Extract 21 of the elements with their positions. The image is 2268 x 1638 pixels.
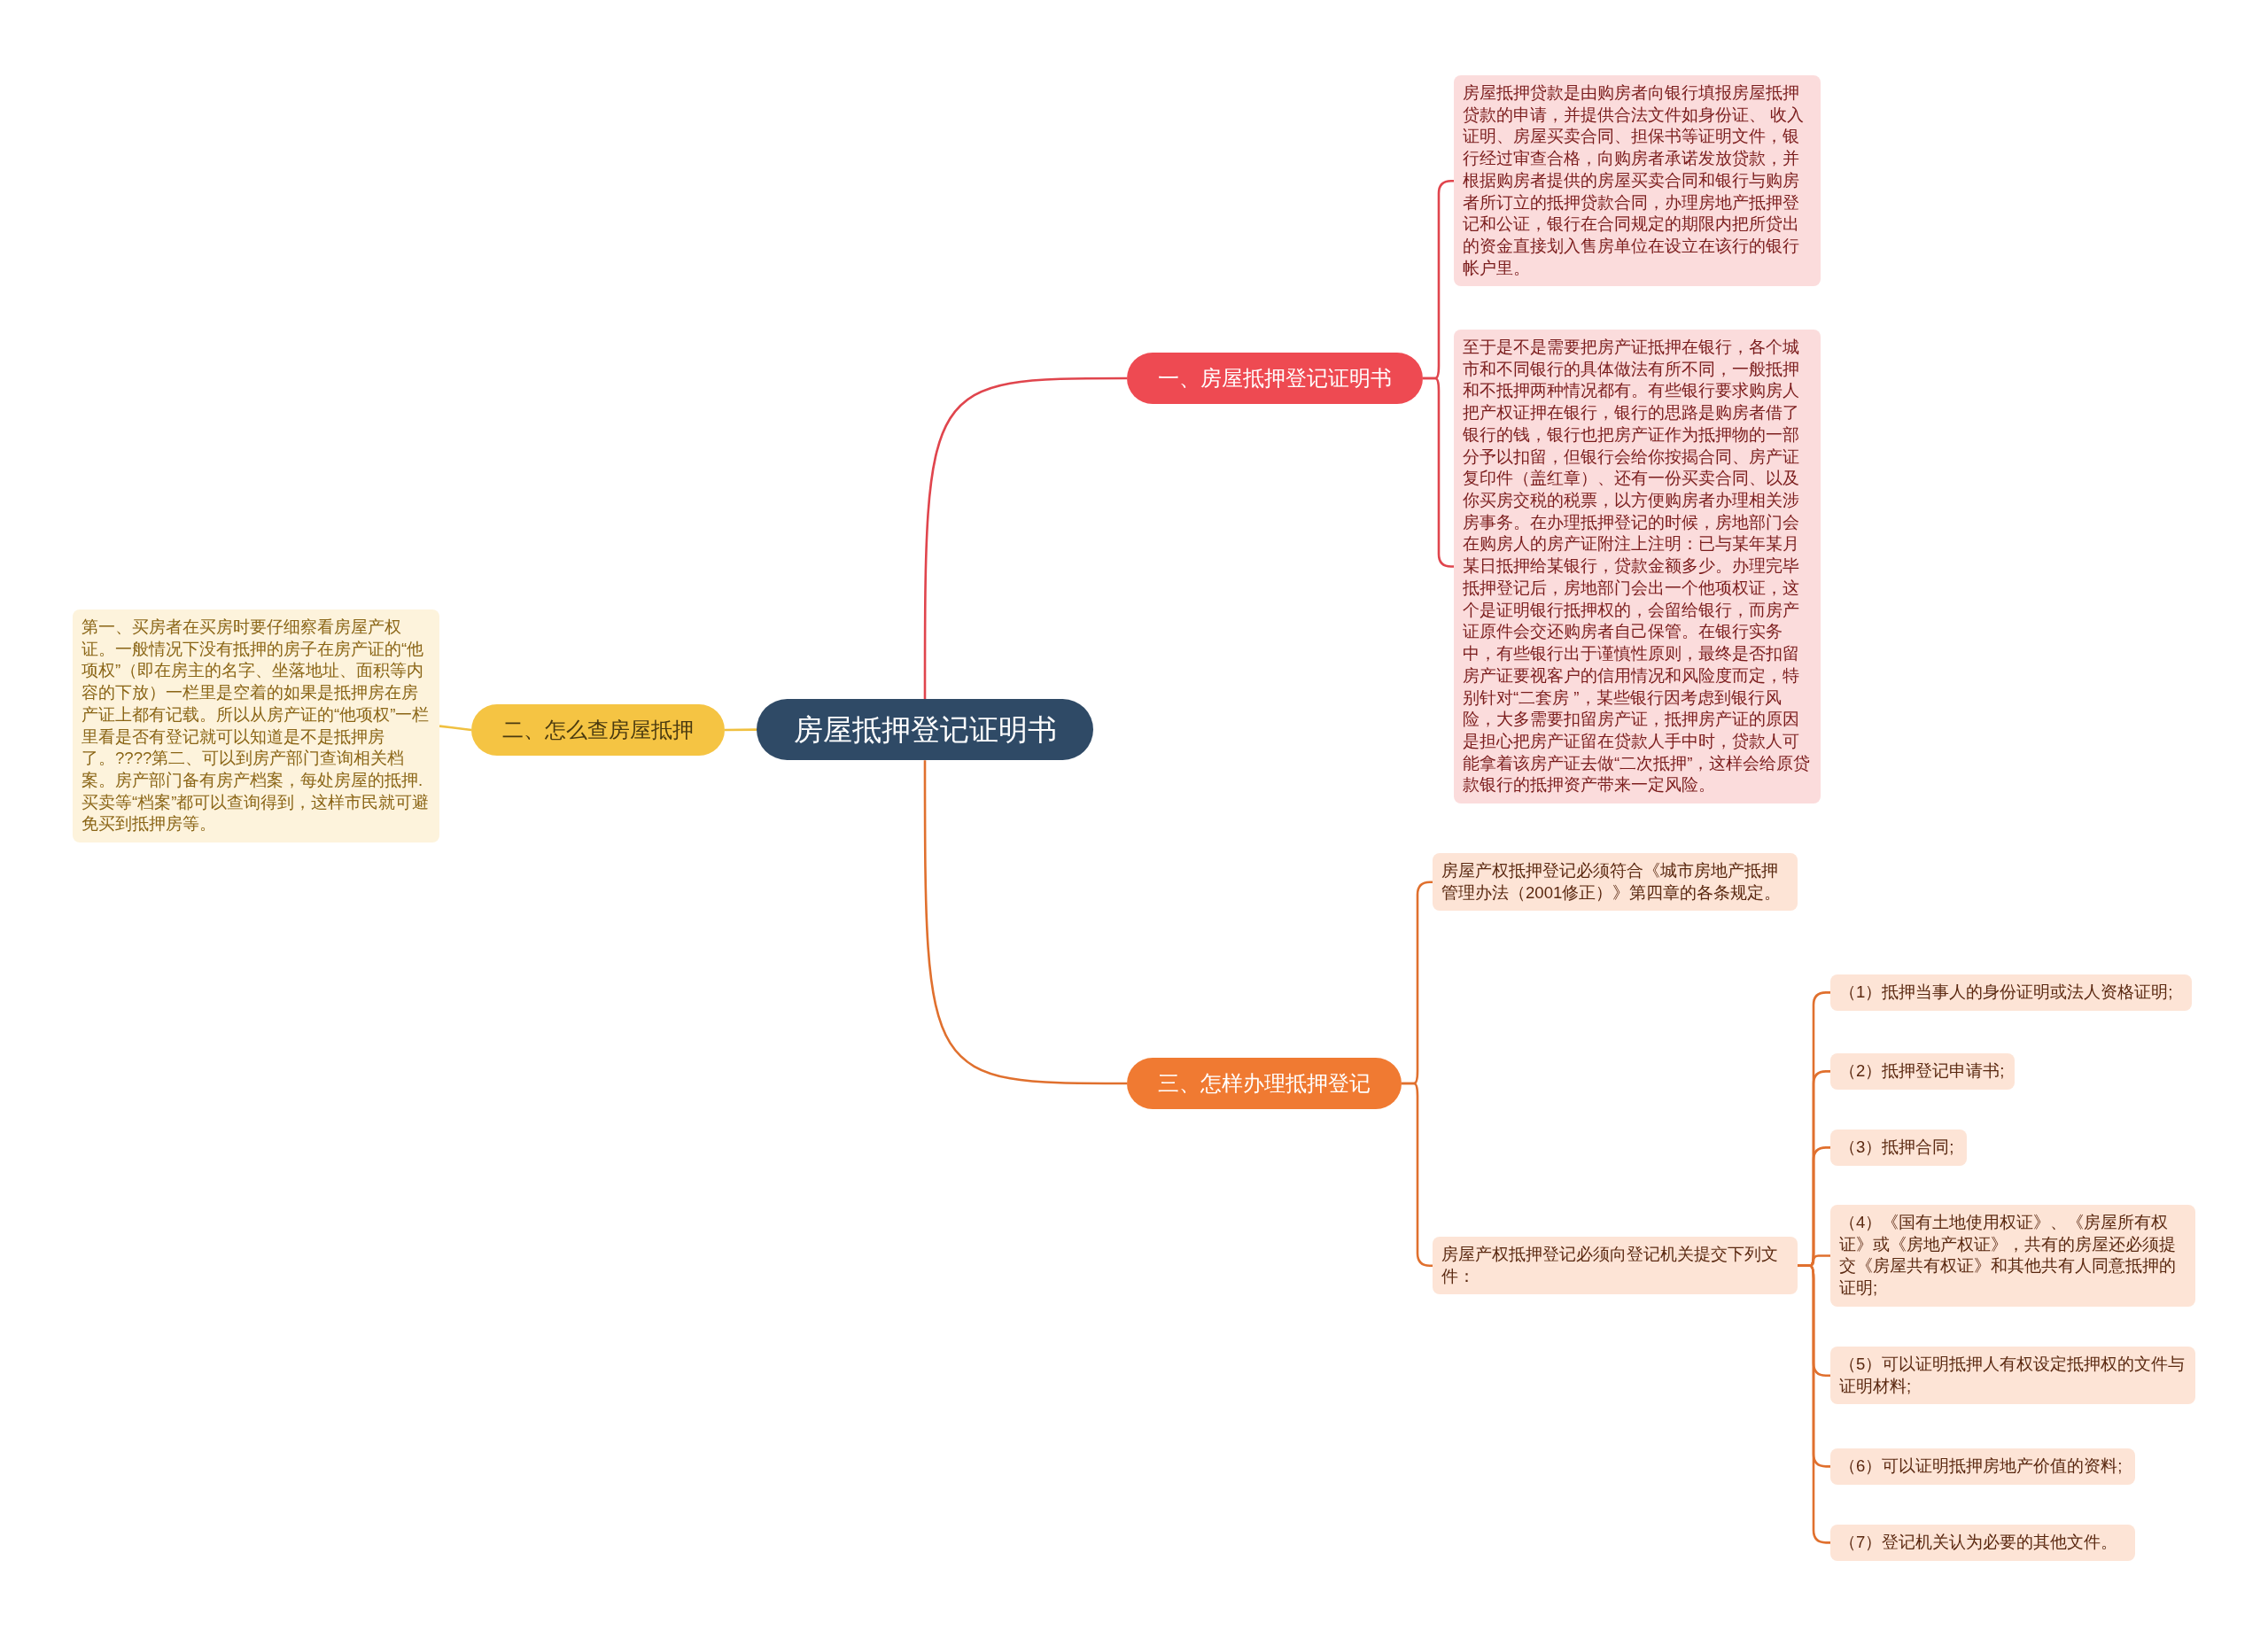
item-box: （5）可以证明抵押人有权设定抵押权的文件与证明材料; <box>1830 1347 2195 1405</box>
connector <box>725 728 757 732</box>
connector <box>1798 1264 1830 1544</box>
branch-topic: 二、怎么查房屋抵押 <box>471 704 725 756</box>
connector <box>923 377 1127 699</box>
item-box: 房屋产权抵押登记必须向登记机关提交下列文件： <box>1433 1237 1798 1295</box>
branch-topic: 三、怎样办理抵押登记 <box>1127 1058 1402 1109</box>
item-box: （6）可以证明抵押房地产价值的资料; <box>1830 1448 2135 1485</box>
connector <box>923 760 1127 1085</box>
item-box: （2）抵押登记申请书; <box>1830 1053 2015 1090</box>
item-box: （7）登记机关认为必要的其他文件。 <box>1830 1525 2135 1561</box>
connector <box>439 725 472 732</box>
note-box: 房屋抵押贷款是由购房者向银行填报房屋抵押贷款的申请，并提供合法文件如身份证、 收入证明、房屋买卖合同、担保书等证明文件，银行经过审查合格，向购房者承诺发放贷款，并根据购房者提供的房屋买卖合同和银行与购房者所订立的抵押贷款合同，办理房地产抵押登记和公证，银行在合同规定的期限内把所贷出的资金直接划入售房单位在设立在该行的银行帐户里。 <box>1454 75 1821 287</box>
item-box: （4）《国有土地使用权证》、《房屋所有权证》或《房地产权证》，共有的房屋还必须提交《房屋共有权证》和其他共有人同意抵押的证明; <box>1830 1205 2195 1307</box>
item-box: （1）抵押当事人的身份证明或法人资格证明; <box>1830 974 2192 1011</box>
central-topic: 房屋抵押登记证明书 <box>757 699 1093 761</box>
note-box: 至于是不是需要把房产证抵押在银行，各个城市和不同银行的具体做法有所不同，一般抵押和不抵押两种情况都有。有些银行要求购房人把产权证押在银行，银行的思路是购房者借了银行的钱，银行也把房产证作为抵押物的一部分予以扣留，但银行会给你按揭合同、房产证复印件（盖红章）、还有一份买卖合同、以及你买房交税的税票，以方便购房者办理相关涉房事务。在办理抵押登记的时候，房地部门会在购房人的房产证附注上注明：已与某年某月某日抵押给某银行，贷款金额多少。办理完毕抵押登记后，房地部门会出一个他项权证，这个是证明银行抵押权的，会留给银行，而房产证原件会交还购房者自己保管。在银行实务中，有些银行出于谨慎性原则，最终是否扣留房产证要视客户的信用情况和风险度而定，特别针对“二套房 ”，某些银行因考虑到银行风险，大多需要扣留房产证，抵押房产证的原因是担心把房产证留在贷款人手中时，贷款人可能拿着该房产证去做“二次抵押”，这样会给原贷款银行的抵押资产带来一定风险。 <box>1454 330 1821 804</box>
branch-topic: 一、房屋抵押登记证明书 <box>1127 353 1423 404</box>
item-box: （3）抵押合同; <box>1830 1130 1967 1166</box>
note-box: 第一、买房者在买房时要仔细察看房屋产权证。一般情况下没有抵押的房子在房产证的“他项权”（即在房主的名字、坐落地址、面积等内容的下放）一栏里是空着的如果是抵押房在房产证上都有记载。所以从房产证的“他项权”一栏里看是否有登记就可以知道是不是抵押房了。????第二、可以到房产部门查询相关档案。房产部门备有房产档案，每处房屋的抵押.买卖等“档案”都可以查询得到，这样市民就可避免买到抵押房等。 <box>73 609 439 843</box>
item-box: 房屋产权抵押登记必须符合《城市房地产抵押管理办法（2001修正）》第四章的各条规定。 <box>1433 853 1798 912</box>
